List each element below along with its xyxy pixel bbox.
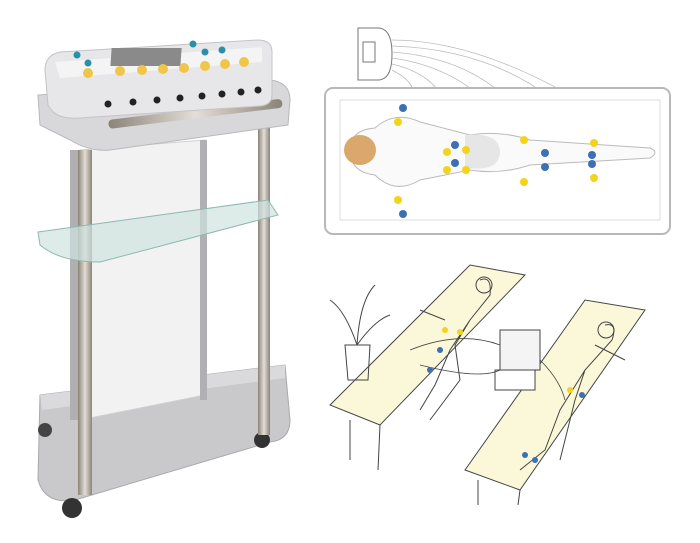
glass-shelf — [37, 199, 279, 263]
treatment-sketch — [329, 264, 646, 506]
pole — [258, 125, 270, 435]
electrode-placement-diagram — [324, 27, 671, 235]
pole — [78, 150, 92, 495]
electrode-sockets — [104, 86, 262, 108]
electrodes-blue — [399, 104, 596, 218]
device-screen — [110, 48, 182, 66]
body-outline — [349, 116, 656, 187]
knobs — [73, 40, 249, 78]
plant-sketch — [329, 284, 391, 381]
sketch-electrodes — [427, 327, 585, 463]
wheel — [62, 498, 82, 518]
wheel — [254, 432, 270, 448]
device-sketch — [499, 329, 541, 371]
wheel — [38, 423, 52, 437]
head — [344, 135, 376, 165]
electrotherapy-cart — [37, 39, 291, 518]
electrodes-yellow — [394, 118, 598, 204]
treatment-table-right — [464, 299, 646, 491]
cart-back-panel — [79, 139, 206, 421]
